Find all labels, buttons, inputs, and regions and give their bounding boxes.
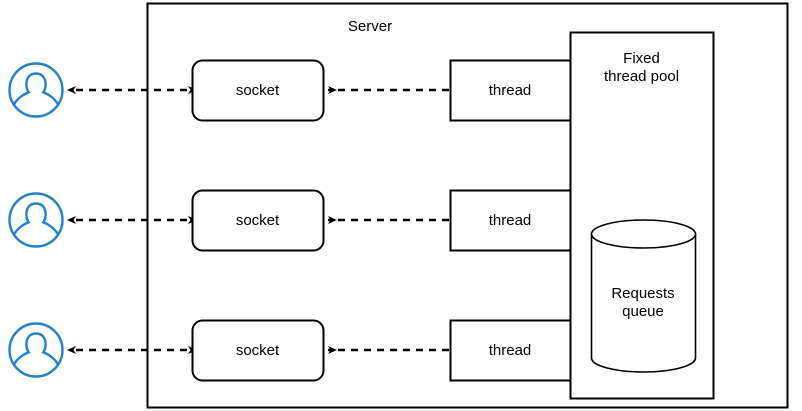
socket-box [191, 59, 325, 122]
user-avatar-icon [8, 322, 64, 378]
thread-box [449, 319, 572, 382]
socket-box [191, 319, 325, 382]
thread-box [449, 189, 572, 252]
user-avatar-icon [8, 62, 64, 118]
user-avatar-icon [8, 192, 64, 248]
requests-queue-cylinder [590, 219, 697, 373]
socket-box [191, 189, 325, 252]
thread-box [449, 59, 572, 122]
